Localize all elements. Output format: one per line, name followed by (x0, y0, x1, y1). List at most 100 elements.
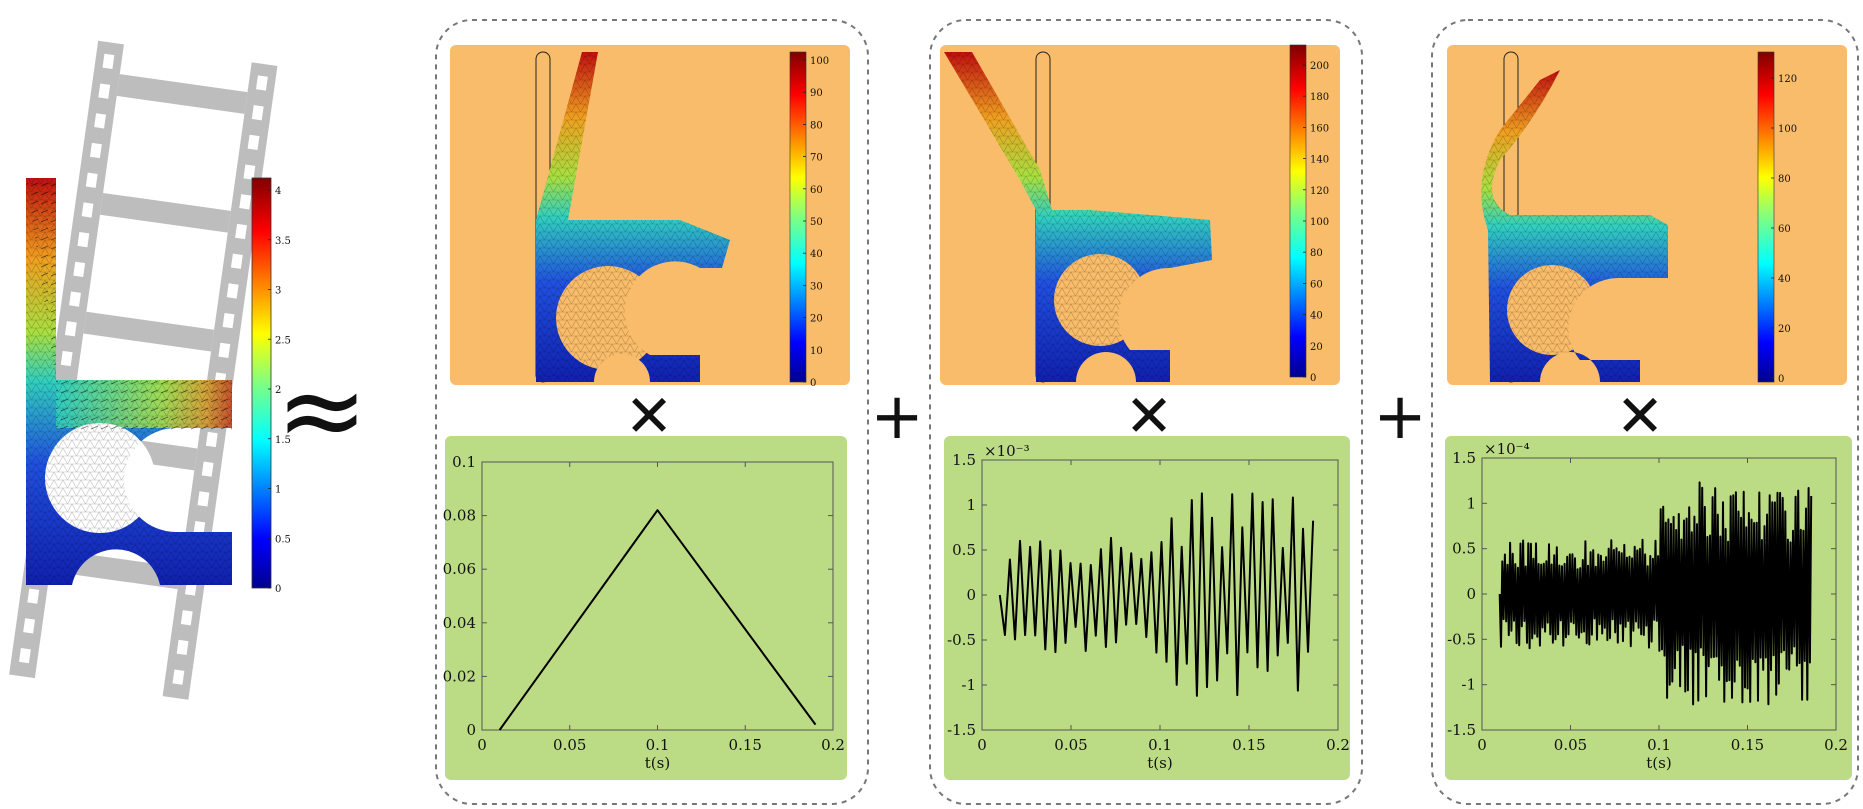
mode-1-colorbar-tick-label: 10 (810, 346, 823, 357)
left-displacement-snapshot (26, 178, 232, 585)
y-tick-label: 1.5 (1452, 449, 1476, 467)
y-axis-exponent: ×10⁻³ (984, 442, 1030, 460)
y-tick-label: 0 (1466, 585, 1476, 603)
y-tick-label: 0 (466, 721, 476, 739)
plus-operator-2: + (1373, 380, 1427, 454)
mode-1-colorbar-tick-label: 0 (810, 378, 816, 389)
left-colorbar-tick-label: 4 (275, 186, 281, 197)
x-tick-label: 0.1 (1148, 736, 1172, 754)
mode-1-colorbar-tick-label: 40 (810, 249, 823, 260)
mode-2-colorbar-tick-label: 100 (1310, 217, 1329, 228)
y-tick-label: 1.5 (952, 451, 976, 469)
x-tick-label: 0.05 (1554, 736, 1587, 754)
y-tick-label: 0.5 (1452, 540, 1476, 558)
x-tick-label: 0 (1477, 736, 1487, 754)
y-tick-label: 0.06 (443, 560, 476, 578)
x-tick-label: 0.05 (1054, 736, 1087, 754)
x-tick-label: 0 (477, 736, 487, 754)
y-tick-label: 0.02 (443, 667, 476, 685)
x-tick-label: 0.05 (553, 736, 586, 754)
series-line (998, 492, 1315, 697)
mode-2-colorbar-tick-label: 20 (1310, 342, 1323, 353)
mode-2-colorbar-tick-label: 80 (1310, 248, 1323, 259)
y-tick-label: 0.08 (443, 507, 476, 525)
left-colorbar-tick-label: 3.5 (275, 236, 291, 247)
mode-1-colorbar-tick-label: 20 (810, 314, 823, 325)
left-colorbar-tick-label: 2.5 (275, 335, 291, 346)
mode-2-colorbar-tick-label: 60 (1310, 279, 1323, 290)
mode-3-colorbar-tick-label: 120 (1778, 74, 1797, 85)
left-colorbar-tick-label: 1 (275, 485, 281, 496)
y-tick-label: -1 (961, 676, 976, 694)
x-tick-label: 0.1 (646, 736, 670, 754)
x-tick-label: 0.2 (1326, 736, 1350, 754)
mode-3-colorbar-tick-label: 40 (1778, 274, 1791, 285)
series-line (498, 509, 817, 731)
x-tick-label: 0.1 (1647, 736, 1671, 754)
mode-2-colorbar-tick-label: 0 (1310, 373, 1316, 384)
mode-3-shape (1481, 51, 1668, 383)
plus-operator-1: + (870, 380, 924, 454)
mode-1-colorbar-tick-label: 90 (810, 88, 823, 99)
mode-2-shape (944, 51, 1212, 383)
x-tick-label: 0.15 (1731, 736, 1764, 754)
mode-2-colorbar-tick-label: 120 (1310, 186, 1329, 197)
y-tick-label: 1 (1466, 494, 1476, 512)
x-axis-label: t(s) (1147, 754, 1172, 772)
approx-operator: ≈ (276, 346, 368, 474)
mode-1-colorbar: 0 10 20 30 40 50 60 70 80 90 100 (789, 51, 829, 389)
mode-3-colorbar-tick-label: 20 (1778, 324, 1791, 335)
mode-3-colorbar-tick-label: 60 (1778, 224, 1791, 235)
left-colorbar: 0 0.5 1 1.5 2 2.5 3 3.5 4 (251, 177, 291, 595)
y-tick-label: -1.5 (947, 721, 976, 739)
x-tick-label: 0.2 (821, 736, 845, 754)
x-tick-label: 0.15 (729, 736, 762, 754)
y-tick-label: 0.04 (443, 614, 476, 632)
mode-1-colorbar-tick-label: 60 (810, 185, 823, 196)
y-tick-label: 0.5 (952, 541, 976, 559)
series-line (1498, 481, 1813, 706)
mode-1-colorbar-tick-label: 100 (810, 56, 829, 67)
x-tick-label: 0.15 (1232, 736, 1265, 754)
y-tick-label: 0.1 (452, 453, 476, 471)
x-tick-label: 0 (977, 736, 987, 754)
left-colorbar-tick-label: 2 (275, 385, 281, 396)
y-tick-label: -1.5 (1447, 721, 1476, 739)
mode-3-colorbar-tick-label: 100 (1778, 124, 1797, 135)
left-colorbar-tick-label: 0 (275, 584, 281, 595)
mode-2-colorbar-tick-label: 200 (1310, 61, 1329, 72)
y-tick-label: 1 (966, 496, 976, 514)
mode-3-colorbar: 0 20 40 60 80 100 120 (1757, 51, 1797, 385)
mode-2-colorbar-tick-label: 140 (1310, 155, 1329, 166)
left-colorbar-tick-label: 1.5 (275, 435, 291, 446)
mode-2-colorbar: 0 20 40 60 80 100 120 140 160 180 200 (1289, 44, 1329, 384)
y-tick-label: -1 (1461, 676, 1476, 694)
mode-1-shape (535, 51, 730, 383)
mode-2-colorbar-tick-label: 40 (1310, 311, 1323, 322)
mode-2-colorbar-tick-label: 160 (1310, 123, 1329, 134)
mode-2-signal-panel (944, 436, 1350, 780)
mode-1-colorbar-tick-label: 80 (810, 120, 823, 131)
mode-1-colorbar-tick-label: 70 (810, 153, 823, 164)
y-tick-label: 0 (966, 586, 976, 604)
mode-2-colorbar-tick-label: 180 (1310, 92, 1329, 103)
mode-1-colorbar-tick-label: 30 (810, 281, 823, 292)
y-tick-label: -0.5 (947, 631, 976, 649)
left-colorbar-tick-label: 0.5 (275, 534, 291, 545)
mode-2-time-coefficient-chart: 0 0.05 0.1 0.15 0.2 -1.5 -1 -0.5 0 0.5 1 1.5 t(s) ×10… (947, 442, 1350, 772)
x-tick-label: 0.2 (1824, 736, 1848, 754)
y-tick-label: -0.5 (1447, 630, 1476, 648)
y-axis-exponent: ×10⁻⁴ (1484, 440, 1530, 458)
mode-3-colorbar-tick-label: 80 (1778, 174, 1791, 185)
mode-1-colorbar-tick-label: 50 (810, 217, 823, 228)
mode-3-colorbar-tick-label: 0 (1778, 374, 1784, 385)
left-colorbar-tick-label: 3 (275, 286, 281, 297)
x-axis-label: t(s) (1646, 754, 1671, 772)
x-axis-label: t(s) (645, 754, 670, 772)
mode-1-signal-panel (445, 436, 847, 780)
